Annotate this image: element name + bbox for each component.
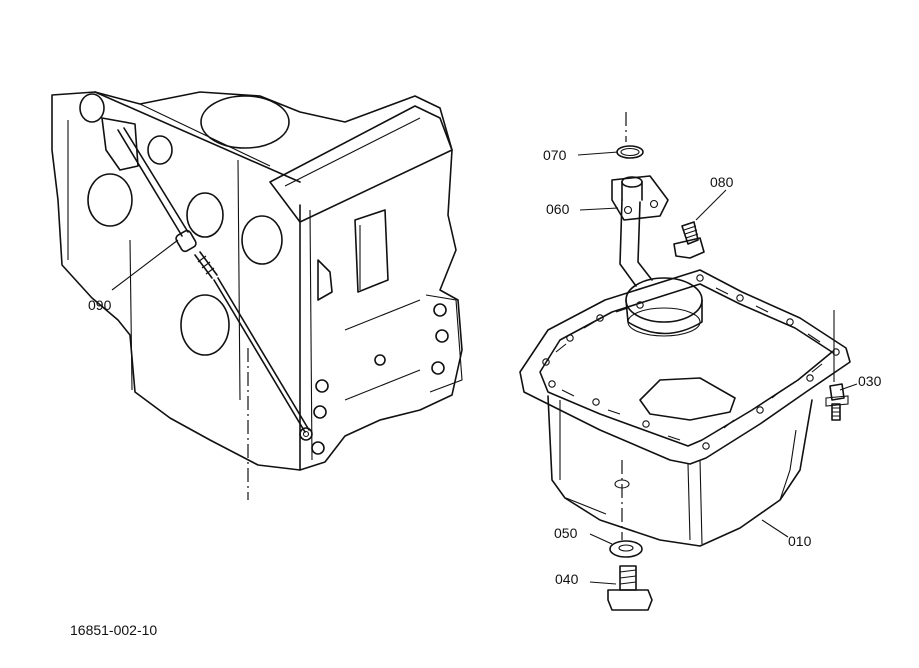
drain-plug-040	[607, 565, 653, 611]
callout-010: 010	[788, 533, 812, 549]
callout-090: 090	[88, 297, 112, 313]
callout-060: 060	[546, 201, 570, 217]
oil-pan-drawing	[519, 269, 851, 547]
bolt-030	[825, 383, 849, 421]
drawing-code: 16851-002-10	[70, 622, 158, 638]
bolt-080	[673, 221, 705, 259]
dipstick-assembly	[117, 127, 313, 441]
callout-040: 040	[555, 571, 579, 587]
leader-lines	[111, 151, 858, 585]
callout-080: 080	[710, 174, 734, 190]
oil-strainer-pipe	[611, 175, 703, 337]
gasket-050	[609, 540, 643, 558]
callout-070: 070	[543, 147, 567, 163]
engine-block-drawing	[51, 91, 463, 471]
callout-030: 030	[858, 373, 882, 389]
o-ring-070-inner	[620, 147, 640, 157]
callout-050: 050	[554, 525, 578, 541]
gasket-050-inner	[618, 544, 634, 552]
